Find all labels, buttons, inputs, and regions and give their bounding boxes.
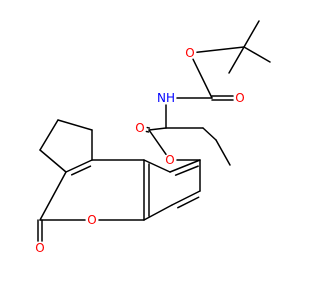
ester-carbonyl-oxygen-label: O: [135, 121, 144, 135]
bond: [57, 119, 93, 131]
bond: [65, 159, 93, 173]
nh-label: NH: [157, 91, 175, 105]
bond: [169, 159, 201, 173]
bond: [196, 46, 245, 53]
bond: [148, 129, 167, 156]
bond: [228, 46, 245, 74]
lactone-carbonyl-oxygen-label: O: [35, 241, 44, 255]
bond: [174, 165, 199, 176]
bond: [243, 46, 271, 63]
bonds: [37, 20, 271, 242]
bond: [243, 20, 260, 48]
bond: [39, 171, 67, 221]
lactone-ring-oxygen-label: O: [87, 213, 96, 227]
bond: [177, 196, 200, 209]
bond: [143, 159, 171, 173]
bond: [39, 149, 67, 173]
bond: [143, 204, 173, 221]
molecule-drawing: O O NH O O O O: [35, 20, 271, 255]
atom-labels: O O NH O O O O: [35, 46, 244, 255]
bond: [70, 165, 92, 176]
bond: [171, 190, 201, 206]
ester-link-oxygen-label: O: [165, 153, 174, 167]
bond: [148, 127, 167, 131]
bond: [215, 139, 231, 166]
bond: [39, 119, 59, 151]
carbamate-ester-oxygen-label: O: [185, 46, 194, 60]
bond: [202, 127, 217, 141]
carbamate-carbonyl-oxygen-label: O: [235, 91, 244, 105]
structure-canvas: O O NH O O O O: [35, 20, 271, 255]
bond: [192, 58, 213, 99]
